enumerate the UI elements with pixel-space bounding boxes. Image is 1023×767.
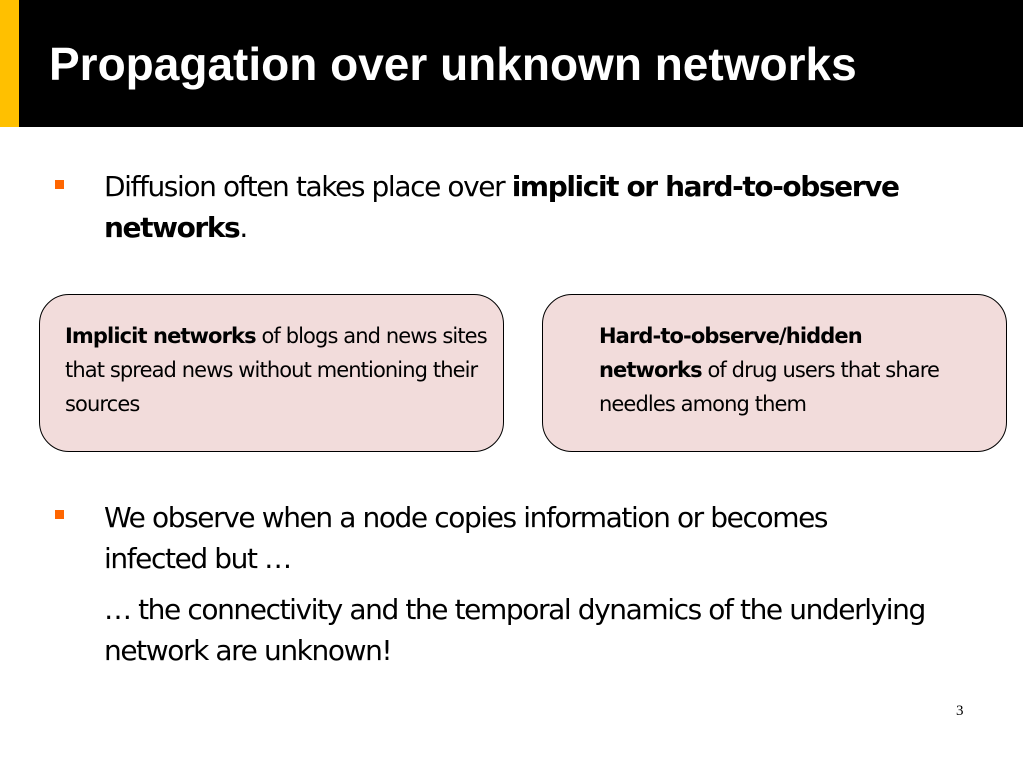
page-number: 3 [956,703,964,719]
implicit-networks-box: Implicit networks of blogs and news site… [39,294,504,452]
implicit-networks-text: Implicit networks of blogs and news site… [65,319,495,421]
slide-title: Propagation over unknown networks [49,38,857,90]
title-bar: Propagation over unknown networks [0,0,1023,127]
bullet-1-text: Diffusion often takes place over [104,170,512,203]
hidden-networks-box: Hard-to-observe/hidden networks of drug … [542,294,1007,452]
bullet-1: Diffusion often takes place over implici… [104,166,944,248]
accent-bar [0,0,19,127]
hidden-networks-heading: Hard-to-observe/hidden networks [599,324,863,382]
hidden-networks-text: Hard-to-observe/hidden networks of drug … [599,319,969,421]
bullet-2-continuation: … the connectivity and the temporal dyna… [104,593,926,667]
hidden-networks-desc: of drug users that share needles among t… [599,358,940,416]
bullet-1-end: . [239,211,248,244]
bullet-marker [55,510,64,519]
bullet-marker [55,180,64,189]
bullet-2: We observe when a node copies informatio… [104,501,829,575]
implicit-networks-desc: of blogs and news sites that spread news… [65,324,488,416]
bullet-1-emphasis: implicit or hard-to-observe networks [104,170,900,244]
implicit-networks-heading: Implicit networks [65,324,257,348]
